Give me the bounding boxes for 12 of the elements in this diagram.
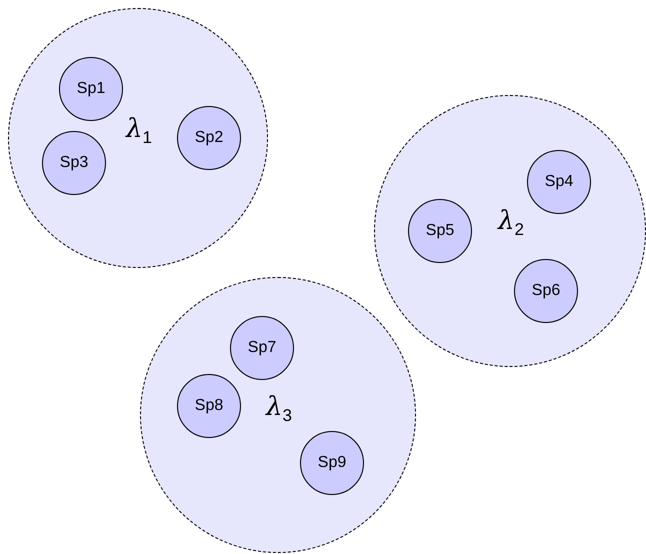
species-node: Sp2 bbox=[177, 106, 241, 170]
set-label: λ$_{2}$ bbox=[498, 206, 524, 240]
species-node: Sp3 bbox=[42, 131, 106, 195]
species-node: Sp6 bbox=[514, 259, 578, 323]
species-node: Sp9 bbox=[300, 431, 364, 495]
species-node: Sp7 bbox=[230, 316, 294, 380]
species-node: Sp1 bbox=[59, 57, 123, 121]
set-label: λ$_{3}$ bbox=[266, 392, 292, 426]
set-label: λ$_{1}$ bbox=[126, 114, 152, 148]
species-node: Sp4 bbox=[527, 150, 591, 214]
species-node: Sp8 bbox=[177, 374, 241, 438]
species-node: Sp5 bbox=[408, 199, 472, 263]
